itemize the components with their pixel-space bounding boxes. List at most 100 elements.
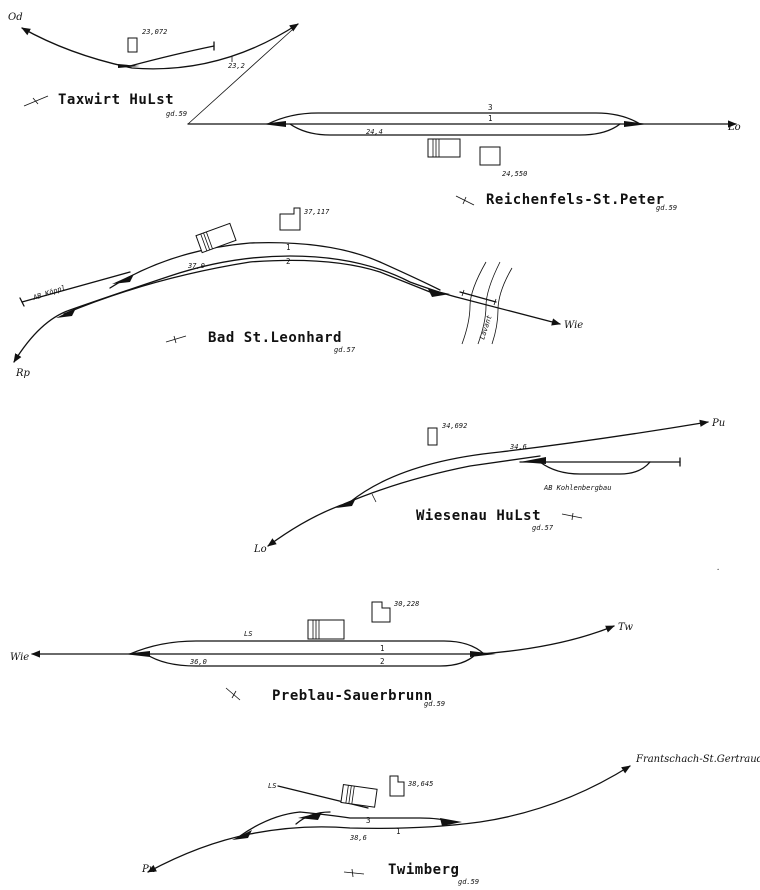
station-name-taxwirt: Taxwirt HuLst [58, 92, 174, 108]
loading-track [129, 640, 485, 655]
north-arrow-tick [231, 690, 237, 699]
siding-loop [539, 461, 651, 475]
switch-frog [262, 121, 286, 127]
sheet-code: gd.59 [656, 204, 677, 212]
station-leonhard: 1 2 37,0 AB Köppl 37,117 Lavant Rp Wie B… [13, 207, 583, 379]
north-arrow-line [455, 195, 475, 206]
river-label-lavant: Lavant [478, 314, 493, 341]
bridge-post [461, 289, 465, 297]
siding-koppl [21, 271, 131, 303]
km-label-building: 34,692 [441, 422, 467, 430]
goods-shed [479, 146, 501, 166]
km-label-track: 23,2 [228, 62, 245, 70]
station-name-wiesenau: Wiesenau HuLst [416, 508, 541, 524]
track-number-1: 1 [286, 243, 291, 252]
direction-label-right: Frantschach-St.Gertraud [635, 754, 760, 765]
track-3 [267, 112, 641, 125]
km-label-track: 24,4 [366, 128, 383, 136]
switch-frog [428, 289, 450, 297]
north-arrow-line [561, 513, 583, 519]
track-number-3: 3 [366, 816, 371, 825]
ls-label: LS [268, 782, 276, 790]
direction-label-right: Lo [727, 122, 741, 133]
track-number-2: 2 [286, 257, 291, 266]
river-bank-right [477, 261, 501, 345]
station-reichenfels: 3 1 24,4 24,550 Lo Reichenfels-St.Peter … [187, 103, 741, 212]
km-label-track: 37,0 [187, 262, 205, 270]
track-3 [239, 811, 453, 837]
siding-taxwirt [129, 45, 215, 67]
station-twimberg: LS 3 1 38,6 38,645 Pu Frantschach-St.Ger… [141, 754, 760, 886]
siding-label-kohlenbergbau: AB Kohlenbergbau [543, 484, 611, 492]
buffer-stop [19, 297, 25, 307]
sheet-code: gd.59 [166, 110, 187, 118]
sheet-code: gd.57 [334, 346, 356, 354]
switch-frog [124, 651, 150, 657]
station-name-twimberg: Twimberg [388, 862, 459, 878]
passing-track [343, 455, 541, 505]
river-bank-outer [491, 267, 513, 345]
switch-frog [624, 121, 648, 127]
station-wiesenau: 34,6 AB Kohlenbergbau 34,692 Lo Pu Wiese… [253, 418, 725, 574]
main-line-wiesenau [267, 419, 709, 547]
direction-label-left: Wie [10, 652, 29, 663]
sheet-dot: · [716, 566, 720, 574]
km-label-building: 37,117 [303, 208, 330, 216]
direction-label-left: Rp [15, 368, 31, 379]
km-label-building: 38,645 [407, 780, 433, 788]
station-building [195, 222, 237, 254]
station-name-reichenfels: Reichenfels-St.Peter [486, 192, 665, 208]
track-1 [109, 242, 441, 291]
sheet-code: gd.59 [458, 878, 479, 886]
switch-frog [336, 498, 356, 508]
sheet-code: gd.57 [532, 524, 554, 532]
building-wiesenau [427, 427, 438, 446]
main-line-leonhard [13, 255, 561, 363]
station-building [340, 784, 378, 808]
km-label-track: 36,0 [189, 658, 207, 666]
station-name-preblau: Preblau-Sauerbrunn [272, 688, 433, 704]
station-building [307, 619, 345, 640]
siding-label-koppl: AB Köppl [31, 284, 66, 302]
north-arrow-tick [571, 512, 574, 521]
river-bank-left [461, 261, 487, 345]
km-label-building: 23,072 [142, 28, 167, 36]
track-number-1: 1 [488, 114, 493, 123]
switch-frog [232, 830, 252, 840]
track-2 [289, 123, 621, 136]
km-label-track: 34,6 [509, 443, 527, 451]
track-number-2: 2 [380, 657, 385, 666]
direction-label-left: Od [8, 12, 23, 23]
km-label-track: 38,6 [349, 834, 367, 842]
km-label-building: 24,550 [502, 170, 527, 178]
km-tick [371, 493, 377, 503]
switch-frog [520, 457, 546, 464]
direction-label-right: Pu [711, 418, 725, 429]
track-number-1: 1 [396, 827, 401, 836]
station-taxwirt: 23,072 23,2 Od Taxwirt HuLst gd.59 [8, 12, 299, 118]
switch-frog [56, 308, 76, 318]
north-arrow-line [225, 687, 241, 701]
main-line-taxwirt [21, 23, 299, 70]
main-line-twimberg [147, 765, 631, 873]
north-arrow-tick [173, 335, 177, 344]
switch-frog [440, 818, 462, 826]
track-2 [145, 653, 477, 667]
goods-shed [279, 207, 301, 231]
north-arrow-tick [462, 196, 467, 205]
north-arrow-line [165, 335, 187, 343]
north-arrow-tick [32, 97, 39, 105]
track-number-1: 1 [380, 644, 385, 653]
switch-frog [118, 64, 140, 68]
north-arrow-line [343, 871, 365, 875]
sheet-code: gd.59 [424, 700, 445, 708]
direction-label-right: Tw [618, 622, 633, 633]
north-arrow-tick [351, 868, 354, 878]
goods-shed [389, 775, 405, 797]
ls-label: LS [244, 630, 252, 638]
track-2-inner [63, 259, 431, 315]
station-name-leonhard: Bad St.Leonhard [208, 330, 342, 346]
bridge-post [493, 298, 497, 306]
km-label-building: 30,228 [393, 600, 419, 608]
